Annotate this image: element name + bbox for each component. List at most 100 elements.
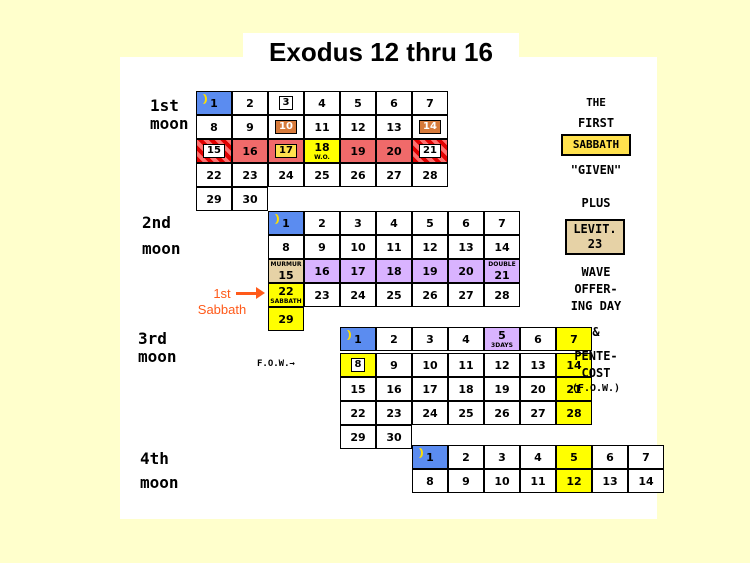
day-number: 6 xyxy=(462,216,470,230)
first-sabbath-note: 1st Sabbath xyxy=(188,286,256,318)
day-cell-caption: 3DAYS xyxy=(491,342,513,349)
day-cell: 22 xyxy=(340,401,376,425)
day-number: 15 xyxy=(278,268,294,282)
day-number: 3 xyxy=(354,216,362,230)
crescent-moon-icon xyxy=(199,94,205,104)
day-number: 15 xyxy=(203,144,225,158)
day-cell: 23 xyxy=(376,401,412,425)
day-cell: 28 xyxy=(484,283,520,307)
day-cell: 9 xyxy=(232,115,268,139)
day-cell: 10 xyxy=(268,115,304,139)
month-label-2-ordinal: 2nd xyxy=(142,213,171,232)
day-number: 4 xyxy=(318,96,326,110)
day-cell: 22 xyxy=(196,163,232,187)
day-number: 24 xyxy=(278,168,294,182)
day-number: 13 xyxy=(602,474,618,488)
day-cell: 15 xyxy=(196,139,232,163)
day-cell: 1 xyxy=(340,327,376,351)
day-cell: 26 xyxy=(484,401,520,425)
day-number: 27 xyxy=(386,168,402,182)
day-cell: 4 xyxy=(520,445,556,469)
month-label-1-word: moon xyxy=(150,114,189,133)
day-cell: 26 xyxy=(340,163,376,187)
day-cell: 1 xyxy=(196,91,232,115)
day-number: 17 xyxy=(275,144,297,158)
day-cell: 12 xyxy=(484,353,520,377)
day-number: 22 xyxy=(278,285,294,298)
day-cell: 1 xyxy=(412,445,448,469)
day-number: 1 xyxy=(354,332,362,346)
day-number: 3 xyxy=(498,450,506,464)
first-sabbath-note-line2: Sabbath xyxy=(197,302,247,317)
side-offer: OFFER- xyxy=(574,282,618,296)
day-number: 12 xyxy=(566,474,582,488)
day-number: 13 xyxy=(458,240,474,254)
day-cell: 15 xyxy=(340,377,376,401)
day-number: 6 xyxy=(534,332,542,346)
day-number: 14 xyxy=(494,240,510,254)
day-number: 10 xyxy=(494,474,510,488)
day-cell: 17 xyxy=(412,377,448,401)
day-cell-caption: DOUBLE xyxy=(488,261,516,268)
day-cell: 16 xyxy=(232,139,268,163)
side-cost: COST xyxy=(581,366,611,380)
day-number: 28 xyxy=(566,406,582,420)
day-number: 13 xyxy=(386,120,402,134)
day-cell: 12 xyxy=(556,469,592,493)
day-cell: 5 xyxy=(412,211,448,235)
fow-label: F.O.W.→ xyxy=(257,359,295,369)
day-cell: 3 xyxy=(268,91,304,115)
day-number: 4 xyxy=(390,216,398,230)
day-number: 29 xyxy=(206,192,222,206)
day-number: 1 xyxy=(210,96,218,110)
day-number: 1 xyxy=(282,216,290,230)
side-first: FIRST xyxy=(577,116,615,130)
side-given: "GIVEN" xyxy=(570,163,622,177)
crescent-moon-icon xyxy=(343,330,349,340)
day-number: 5 xyxy=(426,216,434,230)
month-label-3-word: moon xyxy=(138,347,177,366)
day-cell: 30 xyxy=(376,425,412,449)
day-number: 26 xyxy=(350,168,366,182)
day-cell: 2 xyxy=(376,327,412,351)
day-number: 25 xyxy=(314,168,330,182)
day-cell: 2 xyxy=(448,445,484,469)
day-cell: 4 xyxy=(304,91,340,115)
day-number: 16 xyxy=(314,264,330,278)
day-number: 3 xyxy=(426,332,434,346)
day-cell: 2 xyxy=(232,91,268,115)
day-cell: 20 xyxy=(448,259,484,283)
day-cell: 8 xyxy=(268,235,304,259)
day-number: 11 xyxy=(386,240,402,254)
day-number: 28 xyxy=(494,288,510,302)
arrow-head-icon xyxy=(256,287,265,299)
day-cell: 10 xyxy=(412,353,448,377)
side-fow: (F.O.W.) xyxy=(571,383,621,394)
day-number: 25 xyxy=(386,288,402,302)
day-number: 20 xyxy=(530,382,546,396)
day-cell: 17 xyxy=(340,259,376,283)
day-cell: 29 xyxy=(196,187,232,211)
day-number: 22 xyxy=(350,406,366,420)
day-cell: 7 xyxy=(484,211,520,235)
day-number: 19 xyxy=(422,264,438,278)
day-cell: 16 xyxy=(376,377,412,401)
day-cell: 6 xyxy=(520,327,556,351)
day-number: 6 xyxy=(390,96,398,110)
day-number: 2 xyxy=(318,216,326,230)
day-number: 14 xyxy=(638,474,654,488)
day-number: 11 xyxy=(530,474,546,488)
day-cell-caption: W.O. xyxy=(314,154,330,161)
day-number: 9 xyxy=(390,358,398,372)
day-cell: 19 xyxy=(340,139,376,163)
day-number: 14 xyxy=(566,358,582,372)
side-amp: & xyxy=(592,325,600,339)
day-cell: 5 xyxy=(556,445,592,469)
day-number: 17 xyxy=(350,264,366,278)
day-number: 17 xyxy=(422,382,438,396)
day-number: 15 xyxy=(350,382,366,396)
day-cell: 5 xyxy=(340,91,376,115)
day-number: 4 xyxy=(534,450,542,464)
day-cell: 26 xyxy=(412,283,448,307)
